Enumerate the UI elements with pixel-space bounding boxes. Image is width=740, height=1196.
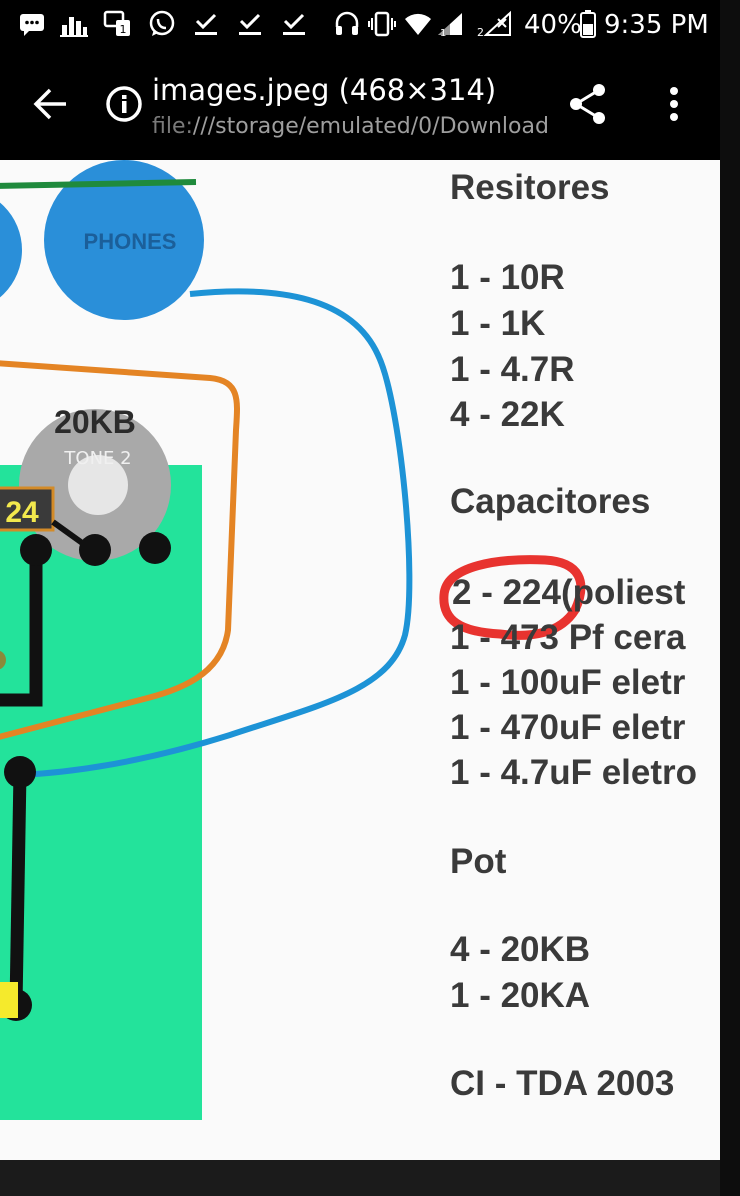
svg-text:1: 1 — [120, 23, 127, 36]
list-item: 1 - 4.7R — [450, 350, 575, 389]
pot-shaft — [68, 455, 128, 515]
download-done-icon — [236, 10, 264, 38]
solder-pad — [4, 756, 36, 788]
svg-text:1: 1 — [440, 28, 446, 39]
list-item: 2 - 224(poliest — [452, 573, 686, 612]
list-item: 1 - 1K — [450, 304, 546, 343]
pcb-trace — [0, 550, 43, 707]
bottom-bar — [0, 1160, 720, 1196]
list-item: 4 - 20KB — [450, 930, 591, 969]
battery-percent: 40% — [524, 10, 582, 40]
capacitors-heading: Capacitores — [450, 482, 651, 521]
list-item: 1 - 10R — [450, 258, 565, 297]
phones-label: PHONES — [84, 229, 177, 254]
clock: 9:35 PM — [604, 10, 709, 40]
whatsapp-icon — [148, 10, 176, 38]
download-done-icon — [280, 10, 308, 38]
phones-jack — [44, 160, 204, 320]
solder-pad — [0, 650, 6, 670]
green-wire — [0, 179, 197, 189]
signal-sim2-icon: 2 — [477, 10, 511, 39]
headset-icon — [333, 10, 361, 38]
list-item: 1 - 470uF eletr — [450, 708, 686, 747]
circuit-diagram: PHONES 20KB TONE 2 24 — [0, 160, 586, 1120]
tone-label: TONE 2 — [63, 448, 131, 469]
file-path-text: ///storage/emulated/0/Download — [192, 114, 549, 139]
capacitor-224 — [0, 486, 55, 532]
app-bar: images.jpeg (468×314) file:///storage/em… — [0, 50, 720, 160]
list-item: 4 - 22K — [450, 395, 565, 434]
blue-wire — [19, 288, 413, 778]
file-path: file:///storage/emulated/0/Download — [152, 113, 549, 141]
solder-pad — [139, 532, 171, 564]
resistors-heading: Resitores — [450, 168, 610, 207]
back-arrow-icon[interactable] — [22, 76, 78, 132]
highlight-circle — [439, 555, 586, 640]
message-icon — [18, 10, 46, 38]
ic-line: CI - TDA 2003 — [450, 1064, 675, 1103]
list-item: 1 - 473 Pf cera — [450, 618, 686, 657]
input-jack — [0, 202, 22, 298]
download-done-icon — [192, 10, 220, 38]
pot-label: 20KB — [54, 404, 136, 440]
list-item: 1 - 4.7uF eletro — [450, 753, 698, 792]
vibrate-icon — [368, 10, 396, 38]
svg-text:2: 2 — [477, 26, 484, 39]
status-bar: 1 1 2 40% 9:35 PM — [0, 0, 720, 50]
more-vert-icon[interactable] — [650, 78, 698, 130]
image-viewer[interactable]: PHONES 20KB TONE 2 24 Resitores 1 - 10R … — [0, 160, 720, 1160]
sim-app-icon: 1 — [103, 10, 132, 38]
solder-pad — [20, 534, 52, 566]
orange-wire — [0, 360, 240, 740]
signal-sim1-icon: 1 — [436, 10, 464, 39]
list-item: 1 - 20KA — [450, 976, 591, 1015]
yellow-component — [0, 982, 18, 1018]
share-icon[interactable] — [562, 78, 614, 130]
capacitor-label: 24 — [5, 496, 39, 529]
page-title: images.jpeg (468×314) — [152, 73, 497, 107]
file-scheme: file: — [152, 114, 193, 139]
list-item: 1 - 100uF eletr — [450, 663, 686, 702]
battery-icon — [578, 10, 598, 38]
pot-heading: Pot — [450, 842, 507, 881]
chart-icon — [60, 10, 88, 38]
solder-pad — [79, 534, 111, 566]
info-icon[interactable] — [104, 84, 144, 124]
pcb-trace — [9, 771, 27, 1006]
wifi-icon — [404, 10, 432, 38]
